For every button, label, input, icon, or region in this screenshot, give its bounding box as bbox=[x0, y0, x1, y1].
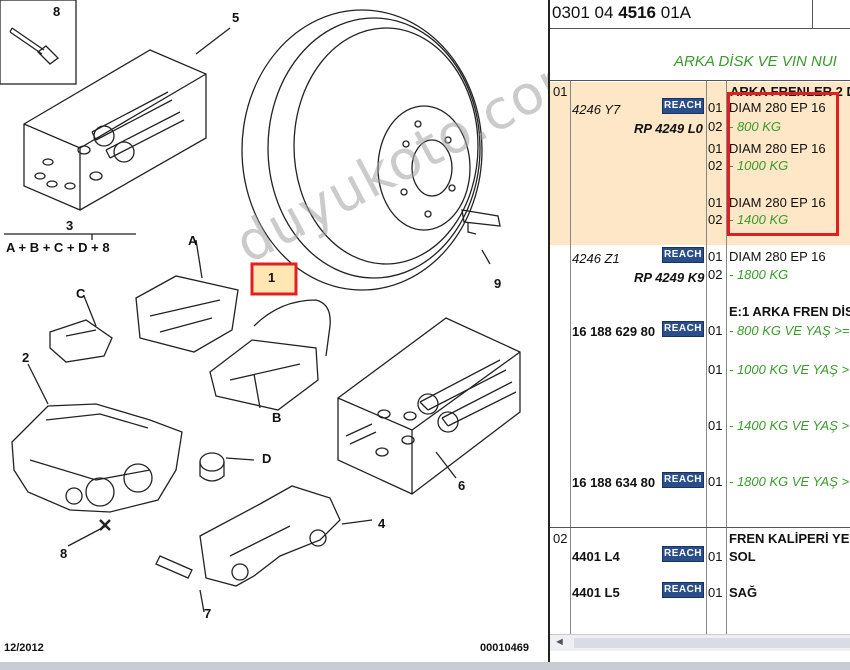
reach-badge: REACH bbox=[662, 472, 704, 488]
reference-suffix: 01A bbox=[656, 3, 691, 22]
scrollbar-thumb[interactable] bbox=[574, 638, 850, 648]
callout-2: 2 bbox=[22, 350, 30, 365]
group-number: 01 bbox=[553, 84, 568, 99]
reach-badge: REACH bbox=[662, 546, 704, 562]
callout-a: A bbox=[188, 233, 198, 248]
panel-divider[interactable] bbox=[548, 0, 550, 662]
callout-1[interactable]: 1 bbox=[268, 270, 276, 285]
callout-b: B bbox=[272, 410, 282, 425]
part-code[interactable]: 16 188 634 80 bbox=[572, 475, 656, 490]
caliper-2 bbox=[11, 403, 183, 513]
section-title: ARKA DİSK VE VIN NUI bbox=[674, 53, 837, 70]
part-code[interactable]: 4246 Z1 bbox=[572, 251, 620, 266]
inset-box-8 bbox=[0, 0, 77, 85]
brake-pad-b bbox=[209, 339, 319, 411]
callout-kit-formula: A + B + C + D + 8 bbox=[6, 240, 110, 255]
reach-badge: REACH bbox=[662, 247, 704, 263]
callout-4: 4 bbox=[378, 516, 386, 531]
reach-badge: REACH bbox=[662, 98, 704, 114]
callout-7: 7 bbox=[204, 606, 212, 621]
callout-d: D bbox=[262, 451, 272, 466]
reach-badge: REACH bbox=[662, 582, 704, 598]
reference-header: 0301 04 4516 01A bbox=[550, 0, 850, 29]
piston-d bbox=[199, 452, 225, 472]
reference-code: 0301 04 4516 01A bbox=[552, 3, 691, 23]
callout-9: 9 bbox=[494, 276, 502, 291]
part-code[interactable]: 4401 L5 bbox=[572, 585, 620, 600]
part-code[interactable]: 16 188 629 80 bbox=[572, 324, 656, 339]
drawing-number: 00010469 bbox=[480, 642, 529, 654]
reference-prefix: 0301 04 bbox=[552, 3, 619, 22]
item-heading: ARKA FRENLER 2 D bbox=[730, 84, 850, 99]
window-bottom-strip bbox=[0, 662, 850, 670]
part-ref: RP 4249 K9 bbox=[634, 270, 705, 285]
part-code[interactable]: 4246 Y7 bbox=[572, 102, 621, 117]
callout-6: 6 bbox=[458, 478, 466, 493]
callout-3: 3 bbox=[66, 218, 74, 233]
part-ref: RP 4249 L0 bbox=[634, 121, 703, 136]
wheel-stud-9 bbox=[461, 209, 501, 235]
horizontal-scrollbar[interactable]: ◄ bbox=[550, 634, 850, 651]
brake-pad-a bbox=[135, 275, 239, 353]
callout-8-top: 8 bbox=[53, 4, 61, 19]
parts-list-panel: 0301 04 4516 01A ARKA DİSK VE VIN NUI 01… bbox=[550, 0, 850, 662]
exploded-diagram[interactable]: 8 5 3 A + B + C + D + 8 A C 2 B D 9 6 4 … bbox=[0, 0, 548, 662]
diagram-date: 12/2012 bbox=[4, 642, 44, 654]
group-number: 02 bbox=[553, 531, 568, 546]
reach-badge: REACH bbox=[662, 321, 704, 337]
kit-box-6 bbox=[337, 317, 521, 495]
pad-clip-c bbox=[49, 319, 113, 363]
scroll-left-icon[interactable]: ◄ bbox=[554, 636, 565, 648]
callout-c: C bbox=[76, 286, 86, 301]
bleed-screw-7 bbox=[155, 555, 193, 579]
caliper-bracket-4 bbox=[199, 485, 341, 587]
diagram-drawing bbox=[0, 0, 521, 613]
item-heading: E:1 ARKA FREN DİS bbox=[729, 304, 850, 319]
group-heading: FREN KALİPERİ YE bbox=[729, 531, 850, 546]
brake-disc-1 bbox=[241, 9, 483, 291]
reference-bold: 4516 bbox=[618, 3, 657, 22]
callout-8-bottom: 8 bbox=[60, 546, 68, 561]
callout-1-box bbox=[250, 262, 298, 296]
highlight-red-box bbox=[727, 92, 839, 236]
part-code[interactable]: 4401 L4 bbox=[572, 549, 620, 564]
callout-5: 5 bbox=[232, 10, 240, 25]
kit-box-5 bbox=[23, 49, 207, 211]
